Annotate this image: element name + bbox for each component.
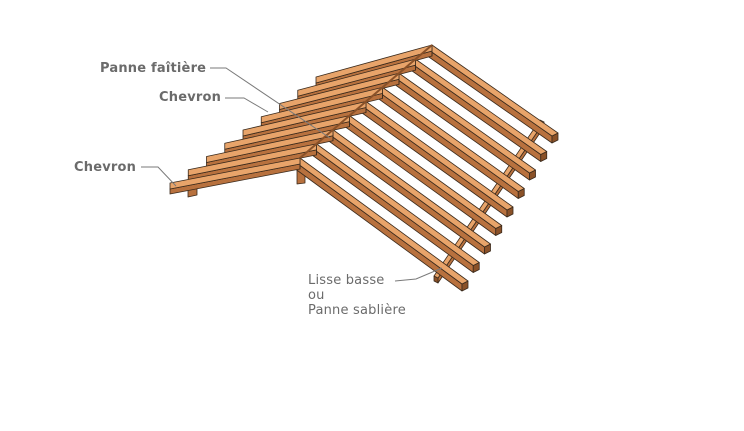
label-wall-plate-line2: ou	[308, 288, 325, 303]
leader-lines	[141, 67, 443, 282]
rafter-left-3-top	[279, 72, 400, 110]
leader-ridge-purlin	[210, 67, 331, 139]
rafter-left-4-top	[260, 86, 383, 124]
leader-wall-plate	[394, 267, 443, 282]
leader-rafter-1	[225, 97, 269, 113]
label-ridge-purlin: Panne faîtière	[100, 61, 207, 76]
label-wall-plate: Lisse basse ou Panne sablière	[308, 273, 406, 318]
roof-structure	[169, 44, 559, 292]
ridge-purlin	[299, 44, 433, 159]
rafter-left-6-top	[224, 115, 350, 150]
rafter-left-9-top	[169, 157, 301, 190]
label-wall-plate-line1: Lisse basse	[308, 273, 385, 288]
rafter-left-8-top	[187, 143, 317, 177]
label-wall-plate-line3: Panne sablière	[308, 303, 406, 318]
rafter-left-7-top	[206, 129, 334, 163]
label-rafter-1: Chevron	[159, 90, 222, 105]
leader-rafter-2	[141, 166, 177, 187]
label-rafter-2: Chevron	[74, 160, 137, 175]
rafter-left-2-top	[297, 58, 416, 97]
rafter-left-5-top	[242, 101, 367, 137]
rafter-left-1-top	[315, 44, 433, 84]
rafter-right-1-side	[425, 47, 553, 144]
